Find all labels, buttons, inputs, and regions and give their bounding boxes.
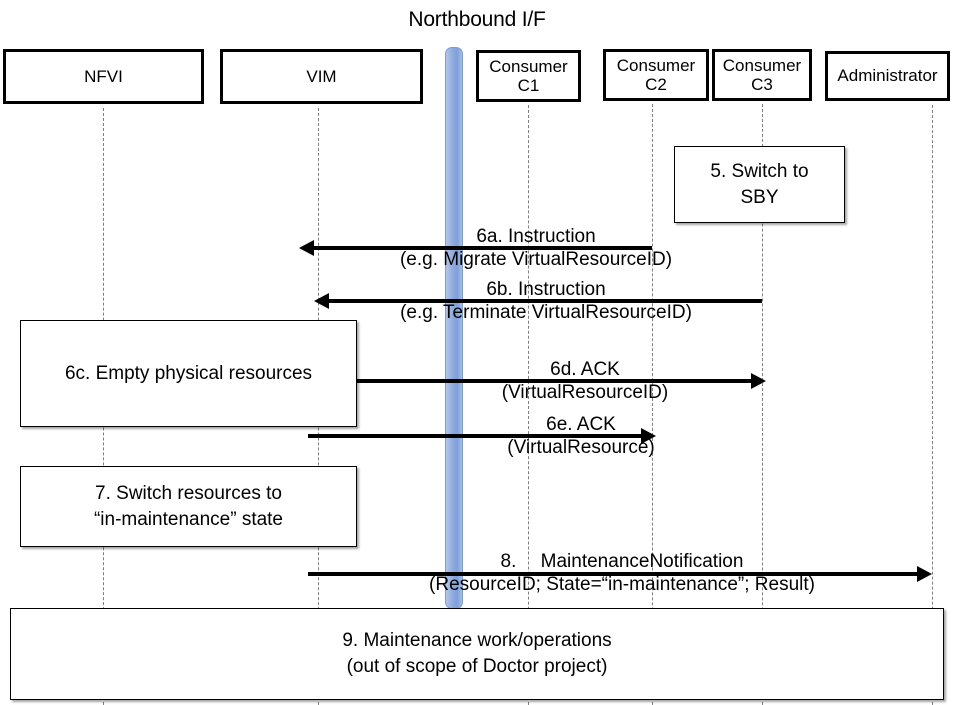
actor-label-c3-line2: C3 xyxy=(751,75,773,94)
actor-label-c3-line1: Consumer xyxy=(722,55,802,75)
lifeline-admin xyxy=(932,105,933,705)
message-label-8-line1: 8. MaintenanceNotification xyxy=(500,551,744,572)
note-switch-resources-maintenance-line2: “in-maintenance” state xyxy=(93,508,284,530)
actor-label-c1-line2: C1 xyxy=(517,76,540,95)
actor-label-c2-line1: Consumer xyxy=(616,55,696,75)
note-maintenance-work-line2: (out of scope of Doctor project) xyxy=(346,656,608,677)
note-maintenance-work-line1: 9. Maintenance work/operations xyxy=(342,630,612,652)
actor-label-vim: VIM xyxy=(306,66,337,86)
note-switch-resources-maintenance-line1: 7. Switch resources to xyxy=(95,482,282,504)
message-line-6a xyxy=(303,246,652,250)
message-label-6a: 6a. Instruction (e.g. Migrate VirtualRes… xyxy=(366,225,706,271)
note-maintenance-work[interactable]: 9. Maintenance work/operations (out of s… xyxy=(10,608,944,700)
message-label-6a-line2: (e.g. Migrate VirtualResourceID) xyxy=(399,249,673,271)
note-switch-to-sby[interactable]: 5. Switch to SBY xyxy=(674,146,845,223)
actor-box-vim[interactable]: VIM xyxy=(220,49,423,104)
actor-box-consumer-c2[interactable]: Consumer C2 xyxy=(603,49,709,101)
northbound-interface-bar xyxy=(445,47,463,609)
diagram-title: Northbound I/F xyxy=(408,8,546,31)
actor-box-nfvi[interactable]: NFVI xyxy=(3,49,204,104)
message-line-6d xyxy=(357,379,757,383)
note-switch-to-sby-line1: 5. Switch to xyxy=(710,160,809,182)
note-switch-resources-maintenance[interactable]: 7. Switch resources to “in-maintenance” … xyxy=(20,466,357,547)
lifeline-c2 xyxy=(652,104,653,705)
message-label-8: 8. MaintenanceNotification (ResourceID; … xyxy=(392,550,852,596)
actor-box-administrator[interactable]: Administrator xyxy=(825,51,950,101)
actor-label-nfvi: NFVI xyxy=(84,66,123,86)
message-arrowhead-6d xyxy=(751,373,766,389)
note-switch-to-sby-line2: SBY xyxy=(740,186,779,208)
message-arrowhead-6e xyxy=(641,428,656,444)
message-label-6a-line1: 6a. Instruction xyxy=(476,226,596,247)
lifeline-c1 xyxy=(528,105,529,705)
message-arrowhead-8 xyxy=(917,566,932,582)
note-empty-physical-resources[interactable]: 6c. Empty physical resources xyxy=(20,320,357,427)
message-label-6e: 6e. ACK (VirtualResource) xyxy=(446,413,716,459)
actor-box-consumer-c3[interactable]: Consumer C3 xyxy=(712,49,812,101)
actor-label-c1-line1: Consumer xyxy=(489,56,568,76)
message-label-6d-line2: (VirtualResourceID) xyxy=(501,382,669,404)
message-line-6b xyxy=(318,299,762,303)
actor-label-c2-line2: C2 xyxy=(645,75,667,94)
message-label-6b-line2: (e.g. Terminate VirtualResourceID) xyxy=(400,302,692,324)
note-empty-physical-resources-line1: 6c. Empty physical resources xyxy=(64,362,313,384)
message-label-6d: 6d. ACK (VirtualResourceID) xyxy=(450,358,720,404)
message-label-6d-line1: 6d. ACK xyxy=(550,359,620,380)
message-line-6e xyxy=(308,434,648,438)
message-label-6e-line2: (VirtualResource) xyxy=(507,437,655,459)
message-arrowhead-6a xyxy=(299,240,314,256)
message-label-6b: 6b. Instruction (e.g. Terminate VirtualR… xyxy=(371,278,721,324)
actor-box-consumer-c1[interactable]: Consumer C1 xyxy=(476,50,581,102)
message-line-8 xyxy=(308,572,923,576)
actor-label-administrator: Administrator xyxy=(837,66,938,86)
message-label-6e-line1: 6e. ACK xyxy=(546,414,616,435)
message-arrowhead-6b xyxy=(314,293,329,309)
message-label-6b-line1: 6b. Instruction xyxy=(486,279,606,300)
lifeline-c3 xyxy=(762,104,763,705)
message-label-8-line2: (ResourceID; State=“in-maintenance”; Res… xyxy=(429,574,815,596)
